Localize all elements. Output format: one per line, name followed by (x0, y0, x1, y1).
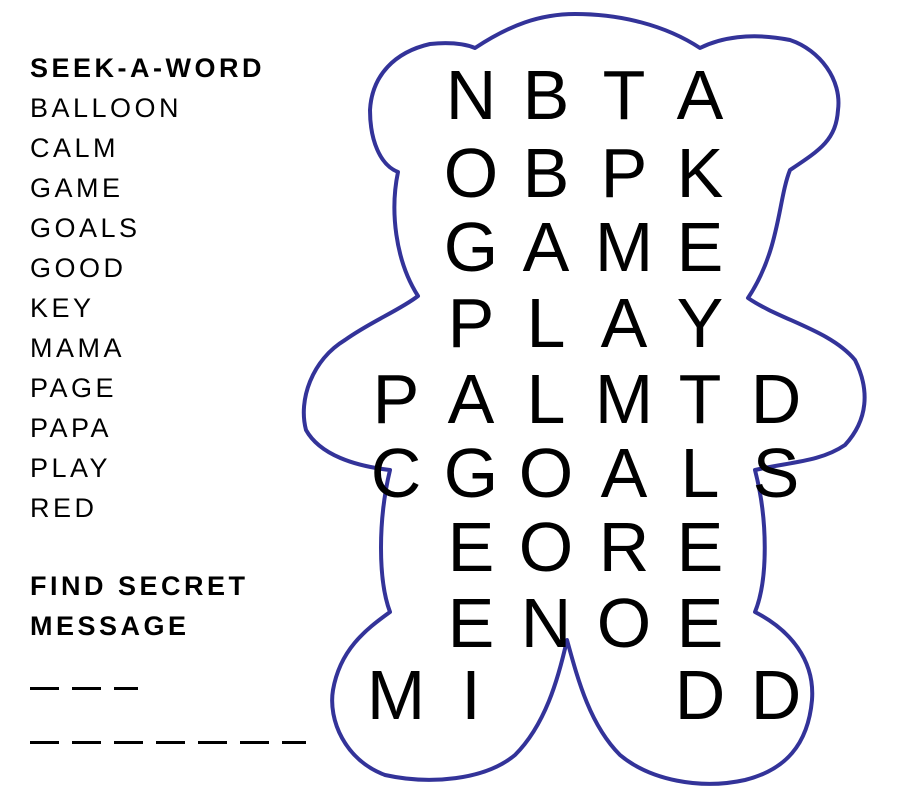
grid-letter[interactable]: A (600, 434, 648, 512)
grid-letter[interactable]: A (676, 56, 724, 134)
letter-blank[interactable] (114, 687, 138, 690)
grid-letter[interactable]: O (596, 584, 652, 662)
grid-letter[interactable]: G (443, 208, 499, 286)
grid-letter[interactable]: C (370, 434, 422, 512)
letter-blank[interactable] (72, 741, 101, 744)
word-list-item: RED (30, 493, 98, 523)
grid-letter[interactable]: D (674, 656, 726, 734)
grid-letter[interactable]: M (366, 656, 426, 734)
grid-letter[interactable]: I (461, 656, 481, 734)
grid-letter[interactable]: A (447, 360, 495, 438)
grid-letter[interactable]: D (750, 360, 802, 438)
secret-blank-row[interactable] (30, 726, 319, 744)
grid-letter[interactable]: P (600, 134, 648, 212)
word-list-item: GOOD (30, 253, 127, 283)
grid-letter[interactable]: B (522, 134, 570, 212)
grid-letter[interactable]: Y (676, 284, 724, 362)
secret-blank-row[interactable] (30, 672, 151, 690)
word-list-item: PLAY (30, 453, 112, 483)
letter-blank[interactable] (282, 741, 306, 744)
secret-message-title-line2: MESSAGE (30, 611, 190, 641)
grid-letter[interactable]: N (520, 584, 572, 662)
grid-letter[interactable]: B (522, 56, 570, 134)
grid-letter[interactable]: L (526, 284, 566, 362)
grid-letter[interactable]: L (526, 360, 566, 438)
letter-blank[interactable] (30, 741, 59, 744)
grid-letter[interactable]: O (518, 508, 574, 586)
grid-letter[interactable]: A (522, 208, 570, 286)
letter-blank[interactable] (114, 741, 143, 744)
letter-blank[interactable] (198, 741, 227, 744)
grid-letter[interactable]: G (443, 434, 499, 512)
grid-letter[interactable]: E (676, 584, 724, 662)
grid-letter[interactable]: R (598, 508, 650, 586)
grid-letter[interactable]: E (447, 584, 495, 662)
grid-letter[interactable]: E (676, 208, 724, 286)
grid-letter[interactable]: K (676, 134, 724, 212)
word-list-item: GOALS (30, 213, 141, 243)
word-list-item: PAPA (30, 413, 113, 443)
grid-letter[interactable]: T (602, 56, 646, 134)
word-list-item: GAME (30, 173, 124, 203)
grid-letter[interactable]: L (680, 434, 720, 512)
word-list: SEEK-A-WORD BALLOON CALM GAME GOALS GOOD KEY M… (30, 48, 265, 528)
grid-letter[interactable]: D (750, 656, 802, 734)
letter-blank[interactable] (72, 687, 101, 690)
grid-letter[interactable]: E (676, 508, 724, 586)
word-list-item: KEY (30, 293, 95, 323)
word-list-item: PAGE (30, 373, 118, 403)
grid-letter[interactable]: M (594, 208, 654, 286)
letter-blank[interactable] (30, 687, 59, 690)
grid-letter[interactable]: S (752, 434, 800, 512)
word-list-item: CALM (30, 133, 120, 163)
grid-letter[interactable]: A (600, 284, 648, 362)
grid-letter[interactable]: P (447, 284, 495, 362)
grid-letter[interactable]: M (594, 360, 654, 438)
grid-letter[interactable]: E (447, 508, 495, 586)
secret-message-title-line1: FIND SECRET (30, 571, 249, 601)
word-list-title: SEEK-A-WORD (30, 53, 265, 83)
grid-letter[interactable]: O (518, 434, 574, 512)
grid-letter[interactable]: P (372, 360, 420, 438)
word-list-item: BALLOON (30, 93, 183, 123)
grid-letter[interactable]: T (678, 360, 722, 438)
letter-blank[interactable] (156, 741, 185, 744)
word-list-item: MAMA (30, 333, 125, 363)
secret-message-section: FIND SECRET MESSAGE (30, 566, 249, 646)
grid-letter[interactable]: N (445, 56, 497, 134)
letter-blank[interactable] (240, 741, 269, 744)
grid-letter[interactable]: O (443, 134, 499, 212)
